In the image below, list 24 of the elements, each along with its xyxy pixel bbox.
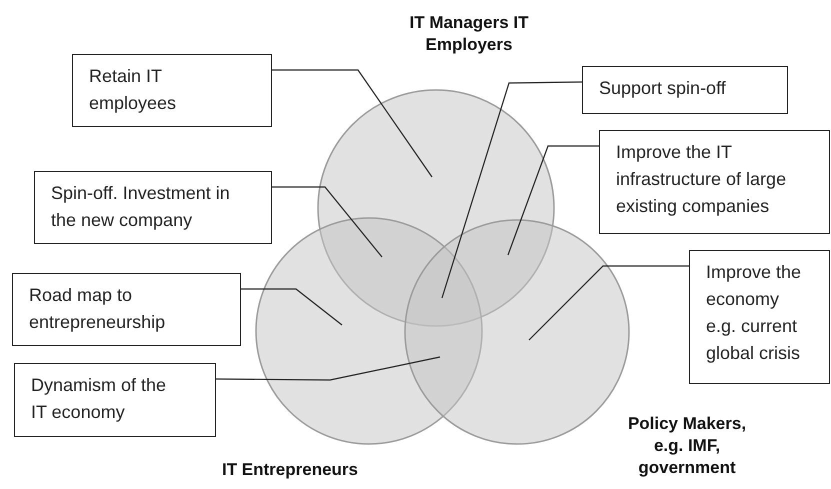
callout-box [72, 54, 272, 127]
callout-box [599, 130, 830, 234]
leader-line [528, 265, 689, 340]
callout-text: Retain IT employees [89, 65, 178, 115]
group-heading: IT Managers IT Employers [409, 12, 529, 56]
leader-line [272, 69, 432, 178]
callout-box [34, 171, 272, 244]
leader-line [507, 145, 599, 256]
leader-line [241, 288, 342, 326]
callout-box [582, 66, 788, 114]
leader-line [272, 186, 382, 258]
callout-text: Improve the economy e.g. current global crisis [706, 261, 802, 365]
callout-box [689, 250, 830, 384]
callout-text: Support spin-off [599, 77, 727, 100]
callout-text: Improve the IT infrastructure of large existing companies [616, 141, 788, 218]
callout-text: Spin-off. Investment in the new company [51, 182, 231, 232]
leader-line [216, 356, 440, 381]
group-heading: IT Entrepreneurs [220, 459, 360, 481]
callout-box [12, 273, 241, 346]
group-heading: Policy Makers, e.g. IMF, government [626, 413, 748, 479]
callout-text: Road map to entrepreneurship [29, 284, 166, 334]
callout-text: Dynamism of the IT economy [31, 374, 168, 424]
leader-line [441, 81, 582, 298]
callout-box [14, 363, 216, 437]
